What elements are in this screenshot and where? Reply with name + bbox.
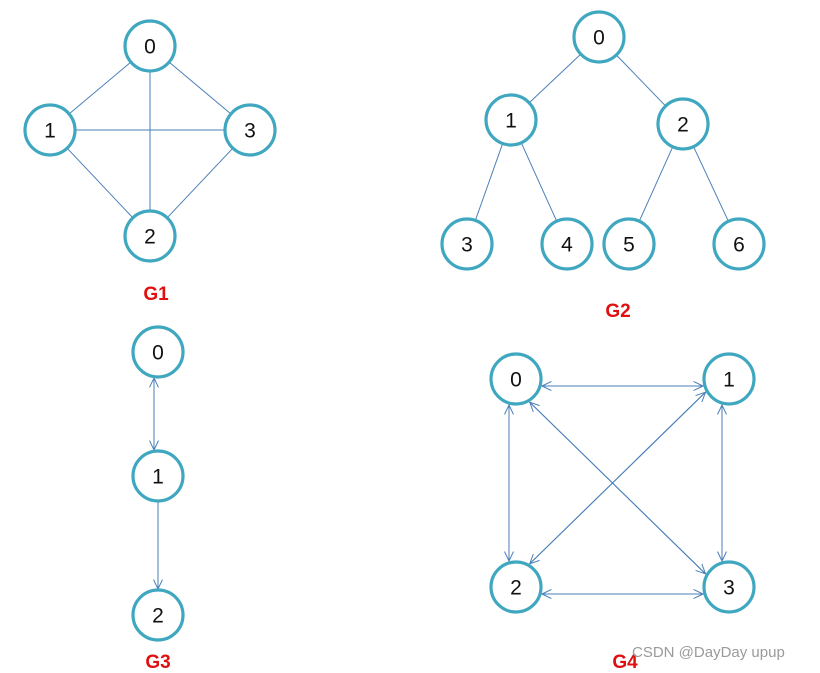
g1-edge-2-3: [166, 148, 233, 219]
g2-title: G2: [605, 301, 630, 322]
g1-node-1: 1: [23, 103, 77, 157]
g1-node-1-circle: [23, 103, 77, 157]
g3-title: G3: [145, 652, 170, 673]
g2-node-5: 5: [602, 217, 656, 271]
g2-node-0-label: 0: [593, 27, 605, 50]
g1-title: G1: [143, 284, 169, 305]
g3-node-2-circle: [131, 588, 185, 642]
g2-node-4: 4: [540, 217, 594, 271]
g2-edge-0-1: [529, 53, 582, 103]
g4-node-1: 1: [702, 352, 756, 406]
g2-node-1-circle: [484, 93, 538, 147]
g3-node-2-label: 2: [152, 605, 164, 628]
g1-node-0: 0: [123, 19, 177, 73]
g3-node-1-label: 1: [152, 466, 164, 489]
g1-node-2-label: 2: [144, 226, 156, 249]
g2-node-3-circle: [440, 217, 494, 271]
g4-node-3-label: 3: [723, 577, 735, 600]
g3-node-2: 2: [131, 588, 185, 642]
g1-node-2-circle: [123, 209, 177, 263]
g4-node-2: 2: [489, 560, 543, 614]
g1-node-0-label: 0: [144, 36, 156, 59]
g4-node-1-circle: [702, 352, 756, 406]
g1-node-3: 3: [223, 103, 277, 157]
g1-node-2: 2: [123, 209, 177, 263]
g2-node-0-circle: [572, 10, 626, 64]
g1-edge-0-1: [69, 61, 132, 114]
g2-node-0: 0: [572, 10, 626, 64]
g4-edge-2-1: [528, 392, 706, 565]
g2-node-6-circle: [712, 217, 766, 271]
watermark: CSDN @DayDay upup: [632, 644, 785, 661]
g2-edge-1-4: [520, 142, 557, 221]
g2-node-5-label: 5: [623, 234, 635, 257]
g2-node-2-circle: [656, 97, 710, 151]
g4-node-0: 0: [489, 352, 543, 406]
g1-edge-1-2: [66, 147, 133, 218]
g2-node-5-circle: [602, 217, 656, 271]
g1-edge-0-3: [168, 61, 231, 114]
g2-edge-0-2: [616, 54, 666, 106]
g1-node-3-label: 3: [244, 120, 256, 143]
g3-node-1: 1: [131, 449, 185, 503]
g4-node-3-circle: [702, 560, 756, 614]
g3-node-0-label: 0: [152, 342, 164, 365]
g3-node-0-circle: [131, 325, 185, 379]
g1-node-3-circle: [223, 103, 277, 157]
g1-node-0-circle: [123, 19, 177, 73]
g2-edge-2-6: [693, 146, 729, 221]
g4-node-3: 3: [702, 560, 756, 614]
g2-node-6: 6: [712, 217, 766, 271]
g4-node-1-label: 1: [723, 369, 735, 392]
g1-node-1-label: 1: [44, 120, 56, 143]
g2-node-6-label: 6: [733, 234, 745, 257]
g2-node-2-label: 2: [677, 114, 689, 137]
g2-node-3: 3: [440, 217, 494, 271]
edges-layer: [66, 53, 729, 594]
g2-edge-2-5: [639, 146, 674, 221]
g2-node-3-label: 3: [461, 234, 473, 257]
g2-node-2: 2: [656, 97, 710, 151]
g2-node-1-label: 1: [505, 110, 517, 133]
g4-node-2-label: 2: [510, 577, 522, 600]
g3-node-0: 0: [131, 325, 185, 379]
g4-node-0-circle: [489, 352, 543, 406]
nodes-layer: 0 1 2 3 0 1 2 3 4 5 6 0 1 2 0 1 2 3: [23, 10, 766, 642]
g4-edge-3-0: [530, 402, 707, 575]
g3-node-1-circle: [131, 449, 185, 503]
g4-title: G4: [612, 652, 638, 673]
g2-node-4-label: 4: [561, 234, 573, 257]
g4-node-0-label: 0: [510, 369, 522, 392]
g2-node-1: 1: [484, 93, 538, 147]
g4-node-2-circle: [489, 560, 543, 614]
g2-edge-1-3: [475, 143, 504, 220]
g2-node-4-circle: [540, 217, 594, 271]
